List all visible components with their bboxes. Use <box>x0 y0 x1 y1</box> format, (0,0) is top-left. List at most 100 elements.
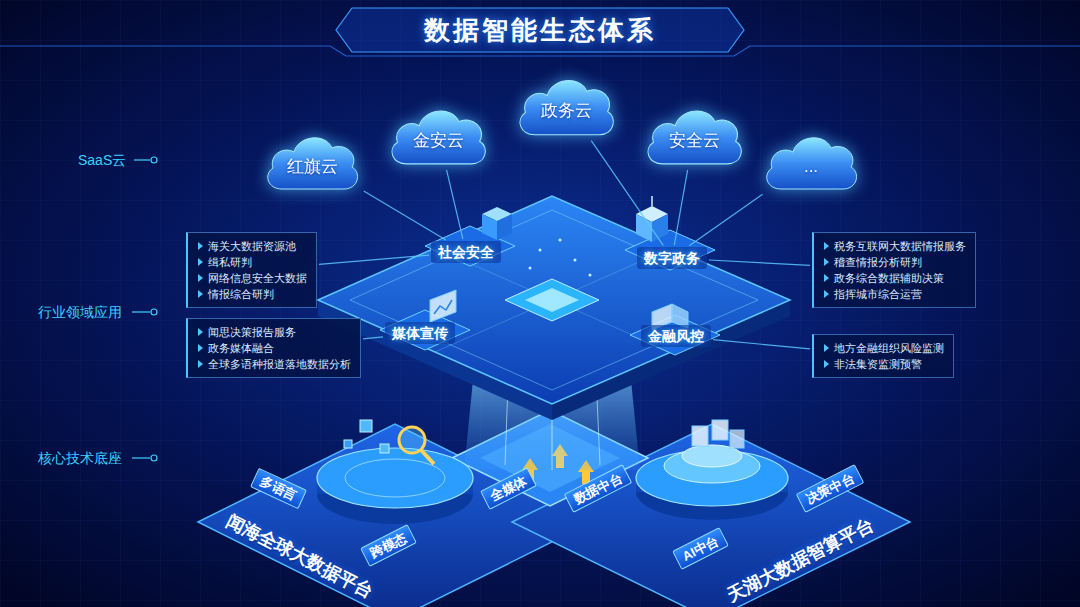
cloud-text: 红旗云 <box>287 157 338 177</box>
tech-tile: 多语言 <box>250 467 307 508</box>
tile-b-text: AI中台 <box>679 532 721 565</box>
panel-text: 地方金融组织风险监测 <box>822 340 944 356</box>
building-side <box>497 214 512 240</box>
panel-text: 政务媒体融合 <box>196 340 351 356</box>
panel-text: 情报综合研判 <box>196 286 307 302</box>
industry-platform <box>318 196 790 404</box>
panel-text: 稽查情报分析研判 <box>822 254 966 270</box>
tile-b-text: 多语言 <box>257 472 300 504</box>
connector-line <box>674 170 687 245</box>
leader-line <box>132 457 150 458</box>
tech-tile: AI中台 <box>672 527 729 570</box>
tile-m-text: 媒体宣传 <box>392 324 448 342</box>
leader-line <box>134 159 150 160</box>
cloud-text: 安全云 <box>669 131 720 151</box>
cylinder-ring <box>345 459 445 497</box>
float-cube <box>344 440 352 448</box>
float-cube <box>360 420 372 432</box>
core-chip-inner <box>525 288 579 312</box>
float-card <box>712 420 728 440</box>
cylinder-top <box>317 448 473 508</box>
cloud-outline <box>520 80 613 134</box>
layer-label: 核心技术底座 <box>38 449 122 467</box>
list-panel: 税务互联网大数据情报服务稽查情报分析研判政务综合数据辅助决策指挥城市综合运营 <box>812 232 976 308</box>
list-panel: 闻思决策报告服务政务媒体融合全球多语种报道落地数据分析 <box>186 318 361 378</box>
panel-text: 缉私研判 <box>196 254 307 270</box>
tech-tile: 数据中台 <box>564 464 632 513</box>
panel-text: 全球多语种报道落地数据分析 <box>196 356 351 372</box>
panel-text: 海关大数据资源池 <box>196 238 307 254</box>
tile-b-text: 全媒体 <box>487 472 529 505</box>
tile-b-text: 跨模态 <box>367 529 409 562</box>
magnifier-handle <box>421 450 434 464</box>
building-side <box>482 214 497 240</box>
cloud-text: 政务云 <box>541 101 592 121</box>
platform-node: 闻海全球大数据平台 多语言跨模态 全媒体 <box>200 398 545 607</box>
media-screen <box>430 290 456 322</box>
data-dot <box>559 239 562 242</box>
connector-line <box>689 194 762 246</box>
platform-node: 天湖大数据智算平台 数据中台 AI中台 决策中台 <box>548 398 888 607</box>
tile-m-text: 社会安全 <box>438 243 494 261</box>
core-chip <box>505 279 599 321</box>
tile-b-text: 数据中台 <box>571 469 625 508</box>
magnifier <box>399 427 425 453</box>
data-dot <box>574 259 577 262</box>
data-dot <box>589 274 592 277</box>
panel-text: 网络信息安全大数据 <box>196 270 307 286</box>
domain-tile: 数字政务 <box>637 247 707 269</box>
tile-b-text: 决策中台 <box>803 469 857 508</box>
float-card <box>730 430 744 448</box>
media-chart <box>434 300 452 314</box>
float-cube <box>380 444 389 453</box>
cloud-node: ... <box>761 127 861 193</box>
building-side <box>636 214 652 242</box>
tile-pad <box>380 310 470 350</box>
connector-line <box>363 337 383 339</box>
cloud-node: 安全云 <box>642 100 746 168</box>
panel-text: 政务综合数据辅助决策 <box>822 270 966 286</box>
building-side <box>652 214 668 242</box>
connector-line <box>319 255 429 264</box>
connector-line <box>364 191 446 240</box>
layer-label: 行业领域应用 <box>38 303 122 321</box>
connector-line <box>709 260 810 265</box>
leader-dot <box>151 309 157 315</box>
tech-tile: 跨模态 <box>360 524 417 567</box>
panel-text: 闻思决策报告服务 <box>196 324 351 340</box>
cloud-node: 金安云 <box>386 100 490 168</box>
data-dot <box>529 267 532 270</box>
domain-tile: 社会安全 <box>431 241 501 263</box>
cloud-outline <box>648 111 741 164</box>
panel-text: 税务互联网大数据情报服务 <box>822 238 966 254</box>
cloud-text: 金安云 <box>413 131 464 151</box>
base-text: 天湖大数据智算平台 <box>723 513 877 606</box>
leader-dot <box>151 455 157 461</box>
leader-line <box>132 311 150 312</box>
panel-text: 非法集资监测预警 <box>822 356 944 372</box>
domain-tile: 金融风控 <box>641 325 711 347</box>
base-text: 闻海全球大数据平台 <box>223 509 377 602</box>
cloud-outline <box>767 138 857 189</box>
tech-tile: 全媒体 <box>480 467 537 510</box>
cloud-outline <box>268 138 358 189</box>
cloud-node: 政务云 <box>514 69 618 139</box>
building-mast <box>651 196 653 206</box>
cloud-text: ... <box>804 157 818 177</box>
list-panel: 海关大数据资源池缉私研判网络信息安全大数据情报综合研判 <box>186 232 317 308</box>
cloud-node: 红旗云 <box>262 127 362 193</box>
float-card <box>692 426 708 446</box>
leader-dot <box>151 157 157 163</box>
tile-m-text: 金融风控 <box>648 327 704 345</box>
platform-inner-border <box>350 210 758 390</box>
connector-line <box>447 170 463 239</box>
panel-text: 指挥城市综合运营 <box>822 286 966 302</box>
layer-label: SaaS云 <box>78 151 126 169</box>
tile-pad <box>625 230 715 270</box>
tile-m-text: 数字政务 <box>644 249 700 267</box>
tech-tile: 决策中台 <box>796 464 864 513</box>
data-dot <box>539 249 542 252</box>
domain-tile: 媒体宣传 <box>385 322 455 344</box>
cloud-outline <box>392 111 485 164</box>
